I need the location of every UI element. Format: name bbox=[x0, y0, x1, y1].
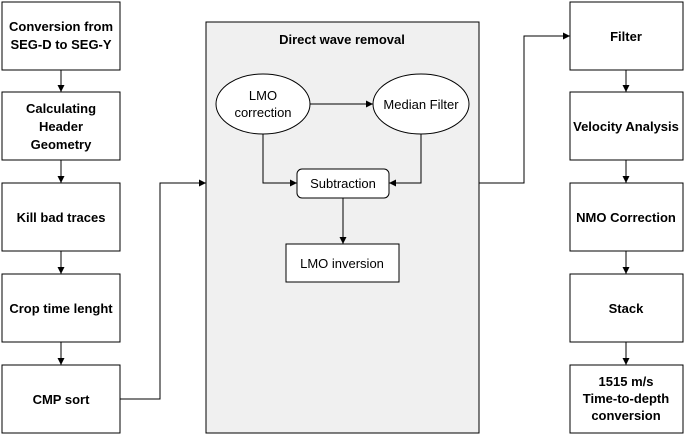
crop-time-box bbox=[1, 273, 121, 343]
nmo-correction-label: NMO Correction bbox=[576, 210, 676, 225]
stack-box bbox=[569, 273, 684, 343]
nmo-correction-box bbox=[569, 182, 684, 252]
filter-box bbox=[569, 1, 684, 71]
direct-wave-removal-title: Direct wave removal bbox=[279, 32, 405, 47]
header-geometry-label-line2: Header bbox=[39, 119, 83, 134]
arrow-cmp-to-direct-wave bbox=[120, 179, 206, 400]
lmo-inversion-label: LMO inversion bbox=[300, 256, 384, 271]
conversion-label-line1: Conversion from bbox=[9, 19, 113, 34]
arrow-direct-wave-to-filter bbox=[479, 32, 570, 184]
conversion-label-line2: SEG-D to SEG-Y bbox=[10, 37, 111, 52]
time-to-depth-label-line2: Time-to-depth bbox=[583, 391, 669, 406]
header-geometry-label-line3: Geometry bbox=[31, 137, 92, 152]
time-to-depth-label-line1: 1515 m/s bbox=[599, 374, 654, 389]
median-filter-label: Median Filter bbox=[383, 97, 459, 112]
conversion-box bbox=[1, 1, 121, 71]
filter-label: Filter bbox=[610, 29, 642, 44]
lmo-correction-label-line1: LMO bbox=[249, 88, 277, 103]
velocity-analysis-box bbox=[569, 91, 684, 161]
cmp-sort-label: CMP sort bbox=[33, 392, 90, 407]
crop-time-label: Crop time lenght bbox=[9, 301, 113, 316]
time-to-depth-box bbox=[569, 364, 684, 434]
subtraction-label: Subtraction bbox=[310, 176, 376, 191]
lmo-correction-label-line2: correction bbox=[234, 105, 291, 120]
cmp-sort-box bbox=[1, 364, 121, 434]
lmo-inversion-node bbox=[285, 243, 400, 283]
arrow-lmo-to-subtraction bbox=[262, 134, 297, 187]
arrow-median-to-subtraction bbox=[389, 134, 422, 187]
velocity-analysis-label: Velocity Analysis bbox=[573, 119, 679, 134]
header-geometry-label-line1: Calculating bbox=[26, 101, 96, 116]
stack-label: Stack bbox=[609, 301, 644, 316]
header-geometry-box bbox=[1, 91, 121, 161]
time-to-depth-label-line3: conversion bbox=[591, 408, 660, 423]
kill-bad-traces-label: Kill bad traces bbox=[17, 210, 106, 225]
lmo-correction-node bbox=[215, 73, 311, 135]
